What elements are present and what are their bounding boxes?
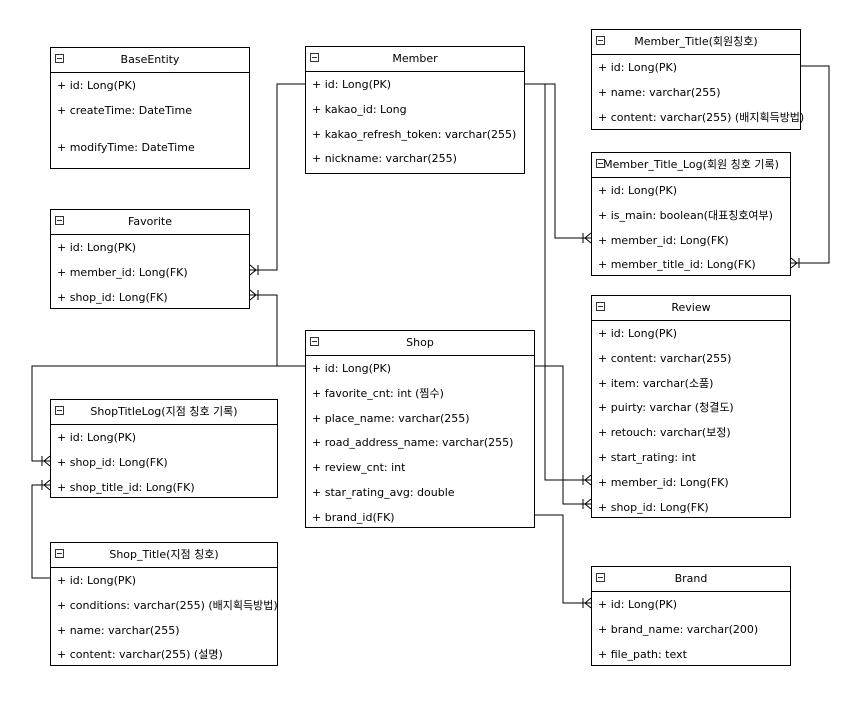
- field-row: [51, 124, 249, 136]
- entity-base-entity[interactable]: BaseEntity + id: Long(PK) + createTime: …: [50, 47, 250, 169]
- field-row: + createTime: DateTime: [57, 103, 192, 117]
- collapse-icon[interactable]: [596, 159, 605, 168]
- entity-title: Brand: [674, 572, 708, 585]
- field-row: + brand_name: varchar(200): [598, 622, 759, 636]
- field-row: + id: Long(PK): [57, 574, 137, 587]
- collapse-icon[interactable]: [55, 406, 64, 415]
- entity-member-title[interactable]: Member_Title(회원칭호) + id: Long(PK) + name…: [591, 29, 805, 130]
- field-row: + review_cnt: int: [312, 461, 406, 475]
- field-row: + id: Long(PK): [312, 362, 392, 375]
- link-membertitle-titlelog: [791, 65, 830, 264]
- field-row: + shop_title_id: Long(FK): [57, 480, 195, 494]
- crowfoot-shoptitlelog-shoptitle: [41, 479, 51, 491]
- entity-title: BaseEntity: [120, 53, 180, 66]
- field-row: + id: Long(PK): [57, 79, 137, 92]
- entity-member[interactable]: Member + id: Long(PK) + kakao_id: Long +…: [305, 46, 525, 174]
- collapse-icon[interactable]: [55, 54, 64, 63]
- field-row: + member_title_id: Long(FK): [598, 258, 756, 272]
- field-row: + name: varchar(255): [57, 623, 180, 637]
- entity-title: Member: [392, 52, 438, 65]
- crowfoot-shoptitlelog-shop: [41, 455, 51, 467]
- entity-brand[interactable]: Brand + id: Long(PK) + brand_name: varch…: [591, 566, 791, 666]
- entity-shop-title-log[interactable]: ShopTitleLog(지점 칭호 기록) + id: Long(PK) + …: [50, 399, 278, 498]
- field-row: + content: varchar(255) (배지획득방법): [598, 110, 805, 124]
- link-shop-favorite: [250, 294, 305, 367]
- field-row: + brand_id(FK): [312, 510, 395, 524]
- field-row: + item: varchar(소품): [598, 376, 714, 390]
- link-shoptitle-shoptitlelog: [31, 484, 50, 579]
- field-row: + shop_id: Long(FK): [57, 290, 168, 304]
- entity-favorite[interactable]: Favorite + id: Long(PK) + member_id: Lon…: [50, 209, 250, 309]
- link-member-titlelog: [525, 83, 591, 239]
- field-row: + id: Long(PK): [598, 327, 678, 340]
- entity-title: Member_Title_Log(회원 칭호 기록): [603, 158, 779, 171]
- field-row: + puirty: varchar (청결도): [598, 401, 734, 415]
- field-row: + favorite_cnt: int (찜수): [312, 386, 444, 400]
- entity-shop[interactable]: Shop + id: Long(PK) + favorite_cnt: int …: [305, 330, 535, 528]
- entity-title: Review: [671, 301, 711, 314]
- field-row: + place_name: varchar(255): [312, 411, 470, 425]
- entity-review[interactable]: Review + id: Long(PK) + content: varchar…: [591, 295, 791, 518]
- crowfoot-review-shop: [582, 498, 592, 510]
- field-row: + file_path: text: [598, 647, 687, 661]
- crowfoot-review-member: [582, 474, 592, 486]
- link-member-review: [525, 83, 591, 481]
- entity-title: Shop_Title(지점 칭호): [109, 548, 219, 561]
- field-row: + member_id: Long(FK): [598, 233, 729, 247]
- entity-title: Member_Title(회원칭호): [634, 35, 758, 48]
- field-row: + shop_id: Long(FK): [57, 455, 168, 469]
- field-row: + content: varchar(255) (설명): [57, 648, 223, 662]
- field-row: + content: varchar(255): [598, 351, 732, 365]
- crowfoot-titlelog-member: [582, 232, 592, 244]
- entity-shop-title[interactable]: Shop_Title(지점 칭호) + id: Long(PK) + condi…: [50, 542, 278, 666]
- link-shop-review: [535, 365, 591, 505]
- link-shop-brand: [535, 514, 591, 604]
- field-row: + shop_id: Long(FK): [598, 500, 709, 514]
- field-row: + id: Long(PK): [57, 241, 137, 254]
- collapse-icon[interactable]: [596, 302, 605, 311]
- entity-title: ShopTitleLog(지점 칭호 기록): [90, 405, 238, 418]
- field-row: + conditions: varchar(255) (배지획득방법): [57, 598, 278, 612]
- collapse-icon[interactable]: [55, 549, 64, 558]
- collapse-icon[interactable]: [310, 53, 319, 62]
- field-row: + name: varchar(255): [598, 85, 721, 99]
- field-row: + id: Long(PK): [598, 61, 678, 74]
- field-row: + modifyTime: DateTime: [57, 140, 195, 154]
- field-row: + id: Long(PK): [57, 431, 137, 444]
- link-member-favorite: [250, 83, 305, 271]
- field-row: + star_rating_avg: double: [312, 485, 455, 499]
- field-row: + kakao_refresh_token: varchar(255): [312, 127, 517, 141]
- crowfoot-favorite-member: [249, 264, 259, 276]
- crowfoot-titlelog-membertitle: [790, 257, 800, 269]
- field-row: + is_main: boolean(대표칭호여부): [598, 208, 773, 222]
- field-row: + start_rating: int: [598, 450, 696, 464]
- collapse-icon[interactable]: [596, 36, 605, 45]
- crowfoot-brand-shop: [582, 597, 592, 609]
- field-row: + nickname: varchar(255): [312, 152, 457, 166]
- field-row: + kakao_id: Long: [312, 102, 407, 116]
- field-row: + road_address_name: varchar(255): [312, 436, 514, 450]
- entity-member-title-log[interactable]: Member_Title_Log(회원 칭호 기록) + id: Long(PK…: [591, 152, 791, 276]
- crowfoot-favorite-shop: [249, 289, 259, 301]
- field-row: + id: Long(PK): [312, 78, 392, 91]
- entity-title: Favorite: [128, 215, 172, 228]
- field-row: + member_id: Long(FK): [57, 265, 188, 279]
- field-row: + retouch: varchar(보정): [598, 426, 731, 440]
- field-row: + id: Long(PK): [598, 184, 678, 197]
- collapse-icon[interactable]: [55, 216, 64, 225]
- field-row: + member_id: Long(FK): [598, 475, 729, 489]
- collapse-icon[interactable]: [596, 573, 605, 582]
- entity-title: Shop: [406, 336, 434, 349]
- collapse-icon[interactable]: [310, 337, 319, 346]
- link-shop-shoptitlelog: [31, 365, 305, 462]
- field-row: + id: Long(PK): [598, 598, 678, 611]
